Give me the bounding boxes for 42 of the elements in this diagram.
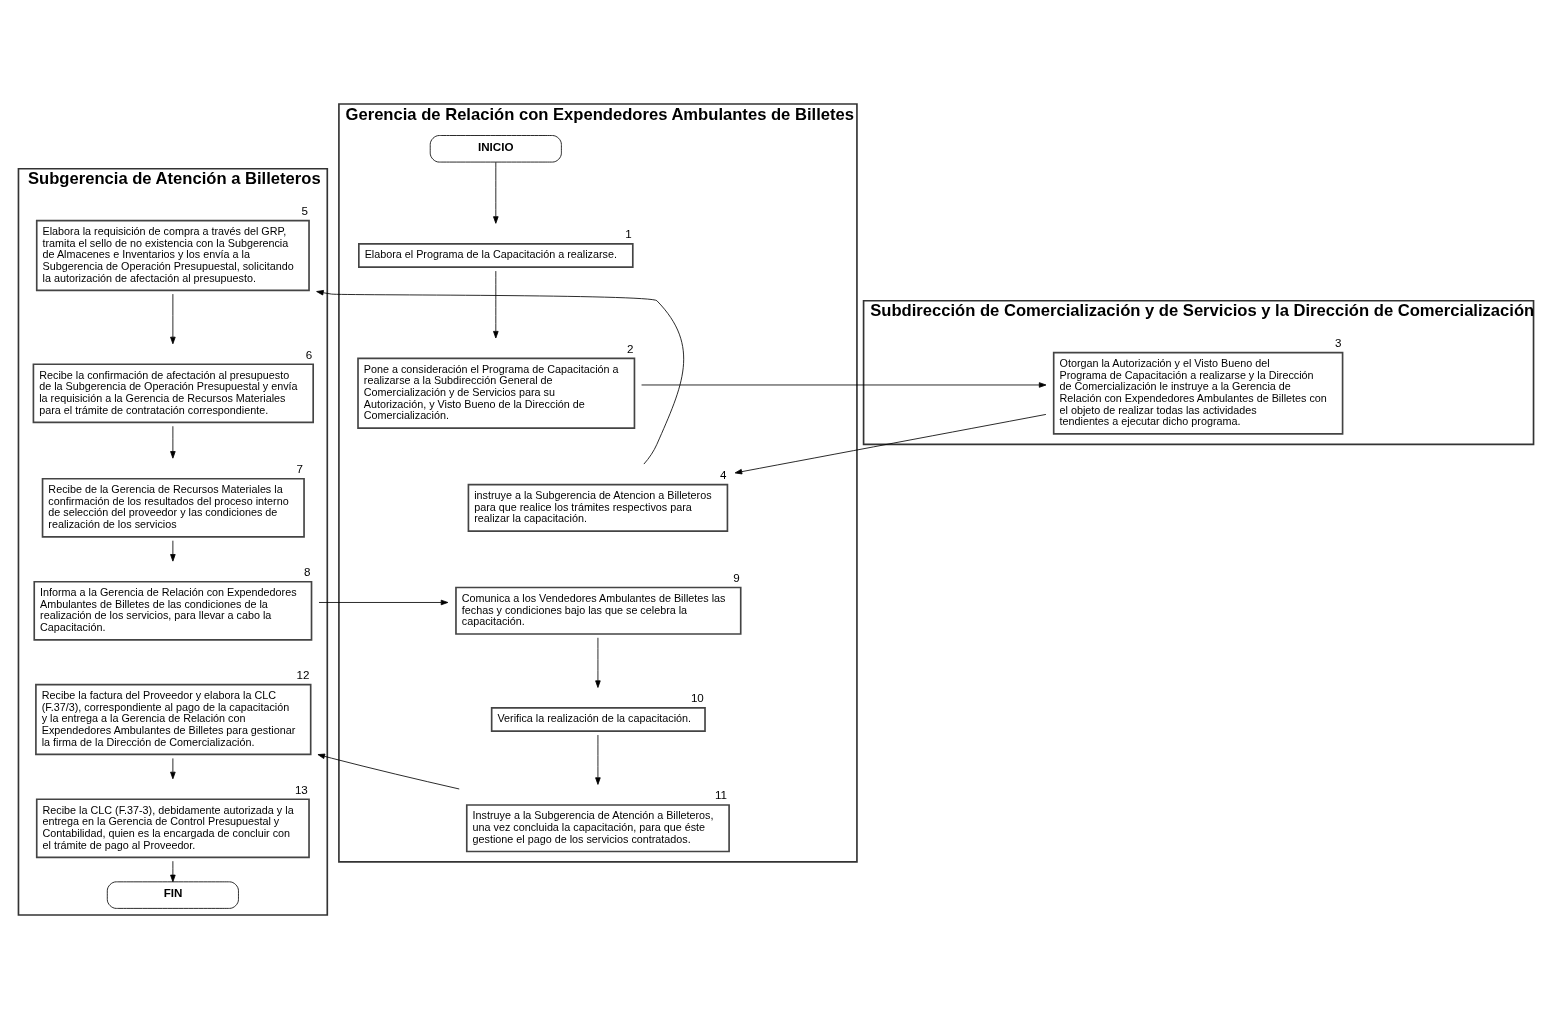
arrow	[317, 753, 460, 790]
node-label: 8	[304, 565, 311, 579]
node-box: Pone a consideración el Programa de Capacitación a realizarse a la Subdirección General de Comercialización y de Servicios para su Autorización, y Visto Bueno de la Dirección de Comercialización.	[357, 357, 636, 429]
arrow	[493, 161, 499, 224]
node-label: 3	[1335, 335, 1342, 349]
node-label: 13	[294, 782, 308, 796]
node-label: 9	[733, 570, 740, 584]
arrow	[170, 860, 176, 883]
node-label: 2	[626, 341, 634, 355]
node-label: 5	[301, 203, 309, 217]
node-box: Recibe de la Gerencia de Recursos Materiales la confirmación de los resultados del proceso interno de selección del proveedor y las condiciones de realización de los servicios	[41, 477, 305, 538]
arrow	[170, 425, 176, 459]
node-label: 4	[719, 467, 727, 481]
node-box: Comunica a los Vendedores Ambulantes de Billetes las fechas y condiciones bajo las que se celebra la capacitación.	[455, 586, 742, 635]
node-label: 11	[714, 788, 728, 802]
arrow	[170, 293, 176, 345]
node-label: 7	[296, 462, 304, 476]
node-box: Recibe la CLC (F.37-3), debidamente autorizada y la entrega en la Gerencia de Control Presupuestal y Contabilidad, quien es la encargada de concluir con el trámite de pago al Proveedor.	[35, 798, 310, 859]
arrow	[734, 414, 1047, 475]
node-box: Recibe la factura del Proveedor y elabora la CLC (F.37/3), correspondiente al pago de la capacitación y la entrega a la Gerencia de Relación con Expendedores Ambulantes de Billetes para gestionar la firma de la Dirección de Comercialización.	[35, 683, 312, 756]
node-box: FIN	[106, 881, 239, 909]
node-box: Informa a la Gerencia de Relación con Expendedores Ambulantes de Billetes de las condiciones de la realización de los servicios, para llevar a cabo la Capacitación.	[33, 580, 313, 641]
node-box: Elabora la requisición de compra a través del GRP, tramita el sello de no existencia con la Subgerencia de Almacenes e Inventarios y los envía a la Subgerencia de Operación Presupuestal, solicitando la autorización de afectación al presupuesto.	[35, 219, 310, 292]
node-box: Elabora el Programa de la Capacitación a realizarse.	[358, 243, 634, 268]
node-label: 6	[305, 347, 313, 361]
arrow	[493, 270, 499, 339]
arrow	[595, 637, 601, 688]
node-box: Verifica la realización de la capacitación.	[490, 707, 706, 732]
node-box: Recibe la confirmación de afectación al presupuesto de la Subgerencia de Operación Presupuestal y envía la requisición a la Gerencia de Recursos Materiales para el trámite de contratación correspondiente.	[32, 363, 314, 424]
arrow	[170, 540, 176, 562]
node-box: instruye a la Subgerencia de Atencion a Billeteros para que realice los trámites respectivos para realizar la capacitación.	[467, 483, 729, 532]
node-label: 12	[296, 668, 310, 682]
arrow	[641, 382, 1047, 388]
arrow	[316, 290, 685, 465]
node-label: 10	[690, 691, 704, 705]
node-label: 1	[625, 227, 632, 241]
node-box: Otorgan la Autorización y el Visto Bueno del Programa de Capacitación a realizarse y la Dirección de Comercialización le instruye a la Gerencia de Relación con Expendedores Ambulantes de Billetes con el objeto de realizar todas las actividades tendientes a ejecutar dicho programa.	[1052, 351, 1344, 435]
arrow	[170, 758, 176, 780]
node-box: Instruye a la Subgerencia de Atención a Billeteros, una vez concluida la capacitación, para que éste gestione el pago de los servicios contratados.	[465, 804, 730, 853]
arrow	[595, 734, 601, 785]
arrow	[318, 599, 449, 606]
node-box: INICIO	[429, 135, 562, 163]
